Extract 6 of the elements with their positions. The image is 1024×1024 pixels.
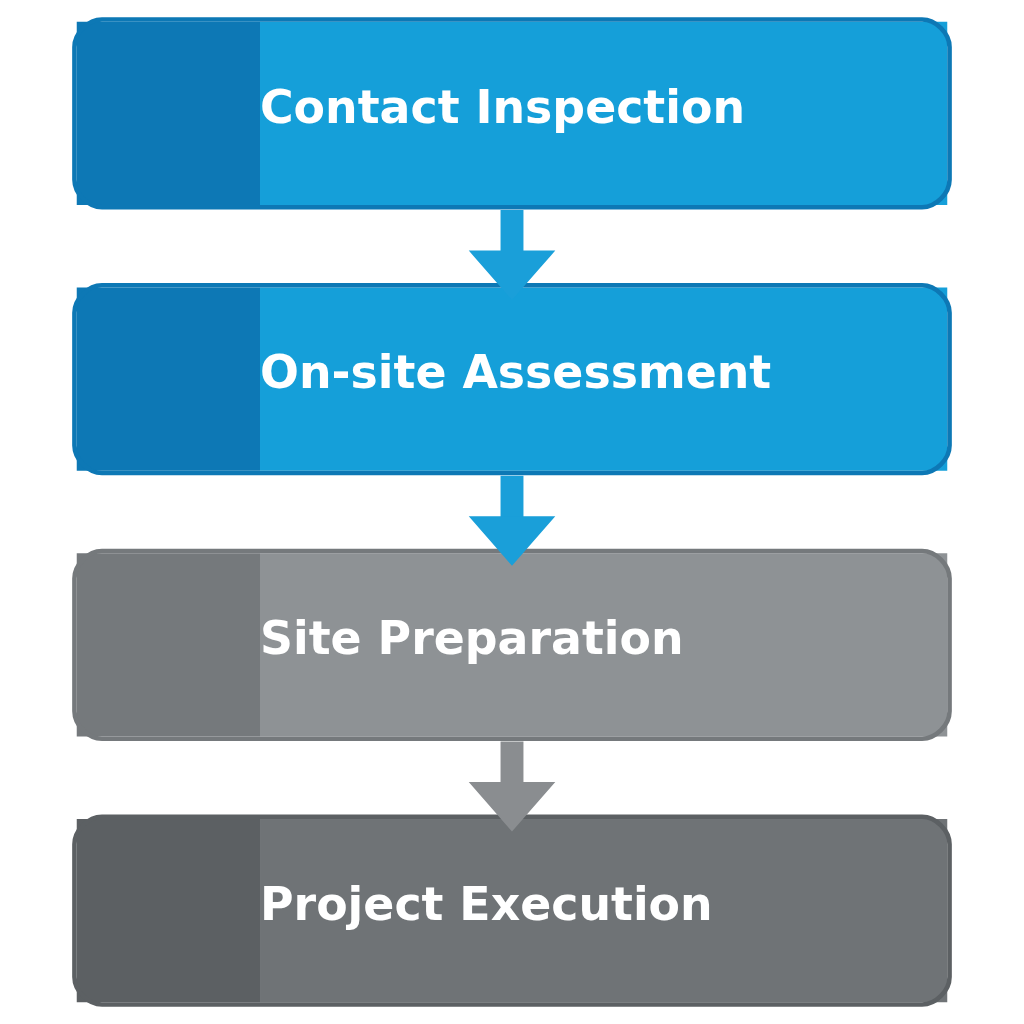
node-box: Project Execution bbox=[72, 814, 952, 1007]
arrow bbox=[468, 475, 556, 566]
node-box: Site Preparation bbox=[72, 548, 952, 742]
arrow bbox=[468, 741, 556, 832]
node-box: Contact Inspection bbox=[72, 17, 952, 210]
node-box: On-site Assessment bbox=[72, 282, 952, 476]
